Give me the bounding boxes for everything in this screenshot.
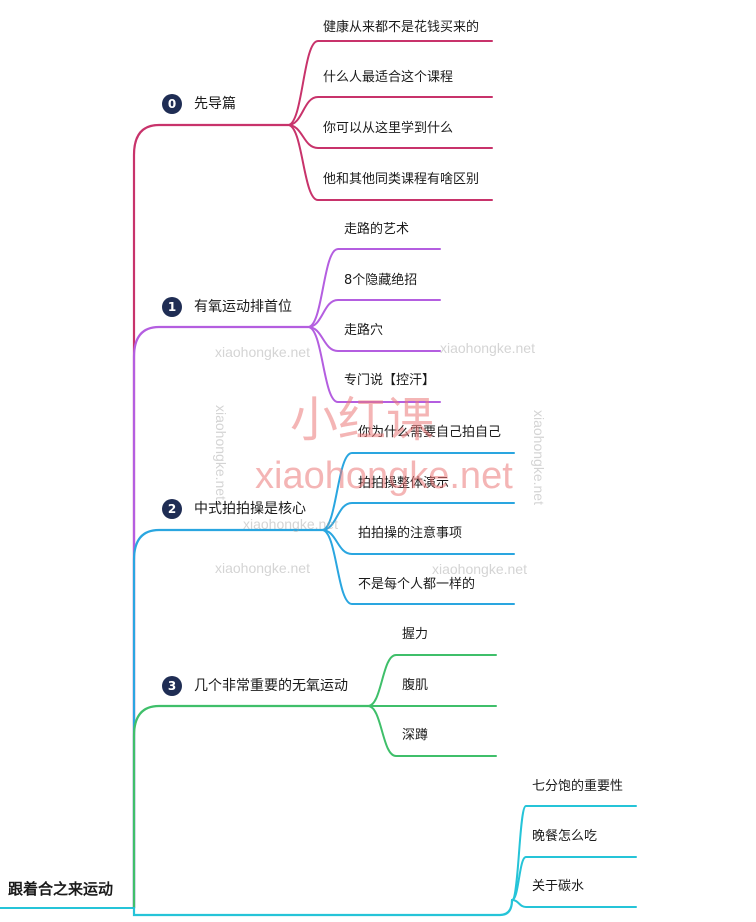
leaf-item: 健康从来都不是花钱买来的: [323, 20, 480, 35]
leaf-connector: [307, 299, 441, 328]
leaf-item: 腹肌: [402, 678, 429, 693]
leaf-connector: [321, 529, 515, 605]
leaf-connector: [287, 96, 493, 126]
leaf-connector: [367, 705, 497, 757]
number-badge: 2: [162, 499, 182, 519]
branch-patting: 2 中式拍拍操是核心: [162, 499, 306, 519]
branch-label: 有氧运动排首位: [194, 299, 292, 315]
branch-trunk: [132, 704, 370, 910]
leaf-item: 拍拍操的注意事项: [358, 526, 463, 541]
leaf-connector: [307, 248, 441, 328]
leaf-connector: [511, 856, 637, 901]
leaf-item: 走路的艺术: [344, 222, 410, 237]
branch-label: 先导篇: [194, 96, 236, 112]
leaf-connector: [287, 124, 493, 149]
leaf-item: 他和其他同类课程有啥区别: [323, 172, 480, 187]
leaf-connector: [287, 124, 493, 201]
branch-intro: 0 先导篇: [162, 94, 236, 114]
number-badge: 1: [162, 297, 182, 317]
leaf-item: 握力: [402, 627, 429, 642]
leaf-item: 不是每个人都一样的: [358, 577, 476, 592]
number-badge: 0: [162, 94, 182, 114]
leaf-connector: [367, 654, 497, 707]
leaf-connector: [307, 326, 441, 403]
leaf-connector: [321, 452, 515, 531]
branch-aerobic: 1 有氧运动排首位: [162, 297, 292, 317]
leaf-connector: [511, 899, 637, 908]
leaf-item: 什么人最适合这个课程: [323, 70, 454, 85]
leaf-item: 8个隐藏绝招: [344, 273, 418, 288]
leaf-item: 晚餐怎么吃: [532, 829, 598, 844]
branch-anaerobic: 3 几个非常重要的无氧运动: [162, 676, 348, 696]
leaf-item: 深蹲: [402, 728, 429, 743]
branch-trunk: [132, 528, 324, 910]
branch-label: 中式拍拍操是核心: [194, 501, 306, 517]
root-topic: 跟着合之来运动: [8, 880, 114, 898]
number-badge: 3: [162, 676, 182, 696]
leaf-item: 你为什么需要自己拍自己: [358, 425, 502, 440]
branch-trunk: [132, 325, 310, 910]
leaf-item: 关于碳水: [532, 879, 585, 894]
leaf-item: 你可以从这里学到什么: [323, 121, 454, 136]
leaf-item: 走路穴: [344, 323, 384, 338]
leaf-connector: [287, 40, 493, 126]
leaf-item: 专门说【控汗】: [344, 373, 436, 388]
leaf-connector: [321, 502, 515, 531]
branch-label: 几个非常重要的无氧运动: [194, 678, 348, 694]
leaf-item: 七分饱的重要性: [532, 779, 624, 794]
branch-trunk: [132, 898, 514, 917]
branch-trunk: [132, 123, 290, 910]
leaf-item: 拍拍操整体演示: [358, 476, 450, 491]
